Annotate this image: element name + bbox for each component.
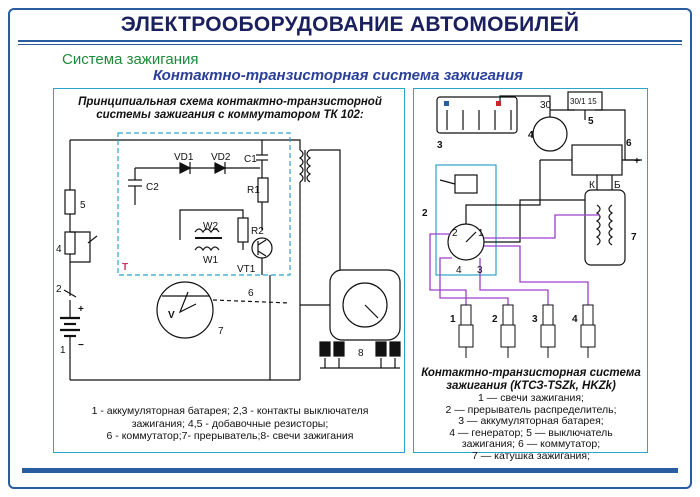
page-title: ЭЛЕКТРООБОРУДОВАНИЕ АВТОМОБИЛЕЙ bbox=[120, 13, 580, 36]
right-legend: 1 — свечи зажигания; 2 — прерыватель рас… bbox=[445, 392, 617, 462]
r-plug-1: 1 bbox=[450, 314, 456, 325]
bottom-bar bbox=[22, 468, 678, 473]
label-7: 7 bbox=[218, 326, 224, 337]
label-minus: − bbox=[78, 340, 84, 351]
label-8: 8 bbox=[358, 348, 364, 359]
r-label-6: 6 bbox=[626, 138, 632, 149]
label-c1: C1 bbox=[244, 154, 257, 165]
label-5: 5 bbox=[80, 200, 86, 211]
left-caption: Принципиальная схема контактно-транзисто… bbox=[78, 96, 382, 121]
label-c2: C2 bbox=[146, 182, 159, 193]
r-dist-1: 2 bbox=[452, 228, 458, 239]
label-vt1: VT1 bbox=[237, 264, 256, 275]
title-rule-top bbox=[18, 40, 682, 42]
label-6: 6 bbox=[248, 288, 254, 299]
r-label-k: К bbox=[589, 180, 595, 191]
r-label-switch: 30/1 15 bbox=[570, 97, 597, 106]
r-label-b: Б bbox=[614, 180, 621, 191]
r-label-3: 3 bbox=[437, 140, 443, 151]
section-title: Система зажигания bbox=[62, 51, 199, 68]
r-label-30: 30 bbox=[540, 100, 552, 111]
r-label-4: 4 bbox=[528, 130, 534, 141]
label-t: T bbox=[122, 262, 128, 273]
section-subtitle: Контактно-транзисторная система зажигани… bbox=[153, 67, 523, 84]
left-legend: 1 - аккумуляторная батарея; 2,3 - контак… bbox=[91, 405, 369, 442]
label-r1: R1 bbox=[247, 185, 260, 196]
label-v: V bbox=[168, 310, 175, 321]
r-plug-2: 2 bbox=[492, 314, 498, 325]
title-rule-bottom bbox=[18, 44, 682, 45]
r-dist-2: 1 bbox=[478, 228, 484, 239]
label-r2: R2 bbox=[251, 226, 264, 237]
r-dist-3: 3 bbox=[477, 265, 483, 276]
right-caption: Контактно-транзисторная система зажигани… bbox=[421, 367, 641, 392]
r-label-plus: + bbox=[634, 156, 640, 167]
r-plug-4: 4 bbox=[572, 314, 578, 325]
r-label-5: 5 bbox=[588, 116, 594, 127]
label-2: 2 bbox=[56, 284, 62, 295]
label-vd1: VD1 bbox=[174, 152, 194, 163]
r-label-2: 2 bbox=[422, 208, 428, 219]
label-plus: + bbox=[78, 304, 84, 315]
r-plug-3: 3 bbox=[532, 314, 538, 325]
label-w1: W1 bbox=[203, 255, 218, 266]
label-4: 4 bbox=[56, 244, 62, 255]
label-w2: W2 bbox=[203, 221, 218, 232]
label-1: 1 bbox=[60, 345, 66, 356]
r-label-7: 7 bbox=[631, 232, 637, 243]
r-dist-4: 4 bbox=[456, 265, 462, 276]
label-vd2: VD2 bbox=[211, 152, 231, 163]
